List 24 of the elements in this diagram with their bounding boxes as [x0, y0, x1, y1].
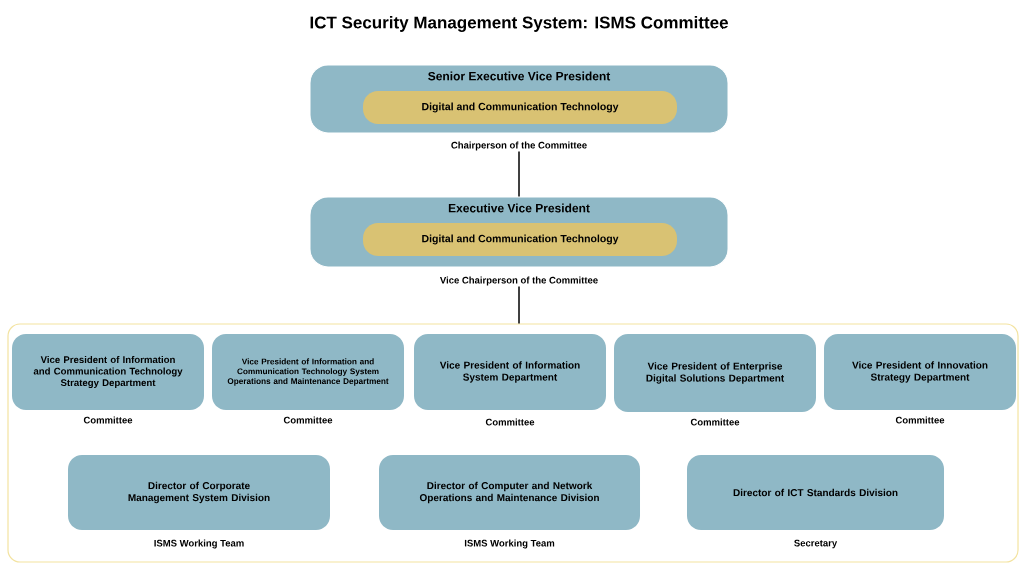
role-box: Vice President of Enterprise Digital Solutions Department Committee: [614, 334, 816, 426]
node-label: Committee: [485, 418, 535, 426]
role-box: Director of Corporate Management System Division ISMS Working Team: [68, 455, 330, 549]
node-label: Committee: [283, 416, 333, 424]
department-pill: Digital and Communication Technology: [363, 223, 677, 256]
title: ICT Security Management System: ISMS Committee: [310, 16, 728, 32]
node-label: Committee: [690, 418, 740, 426]
group-frame: [7, 323, 1019, 563]
node-label: Chairperson of the Committee: [451, 141, 587, 151]
connector-line: [518, 285, 520, 325]
node-label: ISMS Working Team: [154, 539, 244, 549]
node-label: Committee: [83, 416, 133, 424]
node-label: Committee: [895, 416, 945, 424]
node-label: Secretary: [794, 539, 838, 549]
role-box: Vice President of Information and Communication Technology System Operations and Maintenance Department Committee: [212, 334, 404, 424]
department-pill: Digital and Communication Technology: [363, 91, 677, 124]
connector-line: [518, 150, 520, 198]
role-box: Director of Computer and Network Operations and Maintenance Division ISMS Working Team: [379, 455, 640, 549]
role-box: Vice President of Information System Department Committee: [414, 334, 606, 426]
role-box: Vice President of Information and Communication Technology Strategy Department Committee: [12, 334, 204, 424]
role-box: Director of ICT Standards Division Secretary: [687, 455, 944, 549]
node-label: ISMS Working Team: [464, 539, 555, 549]
role-box: Vice President of Innovation Strategy Department Committee: [824, 334, 1016, 424]
node-label: Vice Chairperson of the Committee: [439, 276, 598, 286]
